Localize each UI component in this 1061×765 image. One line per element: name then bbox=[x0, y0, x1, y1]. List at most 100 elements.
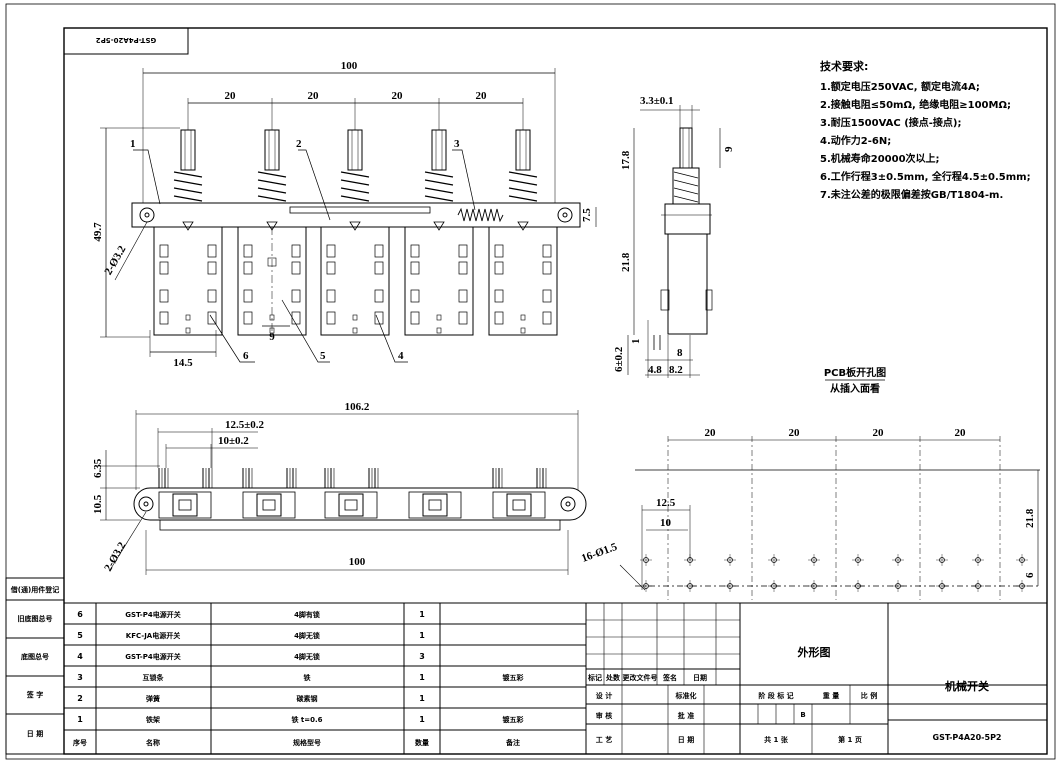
side-dim-82: 8.2 bbox=[669, 364, 683, 376]
bom-row-3-qty: 1 bbox=[419, 673, 425, 682]
bom-row-4-no: 4 bbox=[77, 652, 83, 661]
bottom-dim-105: 10.5 bbox=[92, 494, 104, 514]
bom-row-3-spec: 铁 bbox=[304, 673, 311, 682]
bom-row-4-spec: 4脚无锁 bbox=[294, 652, 320, 661]
pcb-dim-6: 6 bbox=[1024, 572, 1036, 578]
code-box-text: GST-P4A20-5P2 bbox=[96, 36, 157, 44]
tech-item-4: 4.动作力2-6N; bbox=[820, 134, 891, 147]
bottom-dim-10: 10±0.2 bbox=[218, 435, 249, 447]
bom-header-qty: 数量 bbox=[415, 738, 429, 747]
pcb-hole bbox=[936, 580, 948, 592]
pcb-dim-10: 10 bbox=[660, 517, 672, 529]
front-dim-bottom-a: 14.5 bbox=[173, 357, 193, 369]
tech-item-2: 2.接触电阻≤50mΩ, 绝缘电阻≥100MΩ; bbox=[820, 98, 1011, 111]
bom-row-1-note: 镀五彩 bbox=[503, 715, 525, 724]
bottom-dim-100: 100 bbox=[349, 556, 366, 568]
tb-role-design: 设 计 bbox=[596, 691, 612, 700]
front-dim-bottom-b: 9 bbox=[269, 331, 275, 343]
side-dim-48: 4.8 bbox=[648, 364, 662, 376]
tb-rev-date: 日期 bbox=[693, 673, 707, 682]
bottom-switch-3 bbox=[324, 468, 379, 519]
side-dim-8: 8 bbox=[677, 347, 683, 359]
side-dim-6: 6±0.2 bbox=[613, 346, 625, 372]
side-dim-218: 21.8 bbox=[620, 252, 632, 272]
tb-stage-header: 阶 段 标 记 bbox=[758, 691, 793, 700]
front-switch-5 bbox=[488, 129, 558, 336]
pcb-hole bbox=[1016, 554, 1028, 566]
bom-row-3-name: 互锁条 bbox=[143, 673, 165, 682]
pcb-hole bbox=[852, 580, 864, 592]
bottom-dim-125: 12.5±0.2 bbox=[225, 419, 265, 431]
side-dim-1: 1 bbox=[630, 339, 642, 345]
tech-title: 技术要求: bbox=[820, 59, 868, 73]
tb-role-standard: 标准化 bbox=[675, 691, 697, 700]
tb-rev-sign: 签名 bbox=[662, 673, 677, 682]
left-label-2: 旧底图总号 bbox=[18, 614, 53, 623]
front-switch-1 bbox=[153, 129, 223, 336]
tb-role-date: 日 期 bbox=[678, 735, 694, 744]
bottom-dim-overall: 106.2 bbox=[345, 401, 370, 413]
bom-header-no: 序号 bbox=[72, 738, 87, 747]
bom-row-5-name: KFC-JA电源开关 bbox=[126, 631, 180, 640]
front-label-3: 3 bbox=[454, 138, 460, 150]
front-switch-4 bbox=[404, 129, 474, 336]
side-dim-top: 3.3±0.1 bbox=[640, 95, 674, 107]
tb-sheet-no: 第 1 页 bbox=[838, 735, 862, 744]
bom-row-4-qty: 3 bbox=[419, 652, 425, 661]
tech-item-7: 7.未注公差的极限偏差按GB/T1804-m. bbox=[820, 188, 1003, 201]
front-dim-pitch-2: 20 bbox=[308, 90, 320, 102]
pcb-pitch-4: 20 bbox=[955, 427, 967, 439]
pcb-title: PCB板开孔图 bbox=[824, 366, 886, 379]
pcb-hole bbox=[640, 580, 652, 592]
bottom-switch-5 bbox=[492, 468, 547, 519]
pcb-layout bbox=[619, 379, 1040, 600]
pcb-hole bbox=[684, 580, 696, 592]
pcb-dim-holes: 16-Ø1.5 bbox=[580, 541, 619, 565]
tech-item-3: 3.耐压1500VAC (接点-接点); bbox=[820, 116, 962, 129]
pcb-hole bbox=[808, 580, 820, 592]
pcb-hole bbox=[972, 554, 984, 566]
bom-row-1-no: 1 bbox=[77, 715, 83, 724]
bom-row-2-name: 弹簧 bbox=[146, 694, 160, 703]
bom-row-5-no: 5 bbox=[77, 631, 83, 640]
pcb-hole bbox=[724, 554, 736, 566]
side-dim-75: 7.5 bbox=[581, 208, 593, 222]
bom-row-4-name: GST-P4电源开关 bbox=[125, 652, 180, 661]
bottom-switch-1 bbox=[158, 468, 213, 519]
bom-row-6-name: GST-P4电源开关 bbox=[125, 610, 180, 619]
pcb-hole bbox=[808, 554, 820, 566]
bom-row-6-spec: 4脚有锁 bbox=[294, 610, 320, 619]
bom-header-spec: 规格型号 bbox=[293, 738, 321, 747]
bom-row-1-spec: 铁 t=0.6 bbox=[291, 715, 322, 724]
side-dim-9: 9 bbox=[723, 146, 735, 152]
bom-row-2-spec: 碳素钢 bbox=[297, 694, 318, 703]
front-view bbox=[100, 68, 581, 363]
tech-item-1: 1.额定电压250VAC, 额定电流4A; bbox=[820, 80, 980, 93]
code-box bbox=[63, 27, 189, 55]
bottom-dim-635: 6.35 bbox=[92, 458, 104, 478]
front-label-5: 5 bbox=[320, 350, 326, 362]
front-label-2: 2 bbox=[296, 138, 302, 150]
outer-frame bbox=[5, 3, 1056, 760]
left-label-3: 底图总号 bbox=[21, 652, 49, 661]
left-label-4: 签 字 bbox=[26, 690, 43, 699]
tb-role-review: 审 核 bbox=[596, 711, 612, 720]
pcb-hole bbox=[972, 580, 984, 592]
bom-row-6-no: 6 bbox=[77, 610, 83, 619]
front-switch-3 bbox=[320, 129, 390, 336]
pcb-dim-125: 12.5 bbox=[656, 497, 676, 509]
tb-model: GST-P4A20-5P2 bbox=[933, 733, 1002, 742]
tb-rev-count: 处数 bbox=[605, 673, 621, 682]
bom-row-1-qty: 1 bbox=[419, 715, 425, 724]
bom-row-5-qty: 1 bbox=[419, 631, 425, 640]
tb-stage-mark: B bbox=[800, 711, 805, 719]
front-dim-height: 49.7 bbox=[92, 222, 104, 242]
bom-row-1-name: 铁架 bbox=[146, 715, 160, 724]
bom-row-3-no: 3 bbox=[77, 673, 83, 682]
front-dim-pitch-1: 20 bbox=[225, 90, 237, 102]
front-dim-overall: 100 bbox=[341, 60, 358, 72]
bom-row-2-no: 2 bbox=[77, 694, 83, 703]
pcb-dim-218: 21.8 bbox=[1024, 508, 1036, 528]
tb-role-process: 工 艺 bbox=[596, 735, 612, 744]
